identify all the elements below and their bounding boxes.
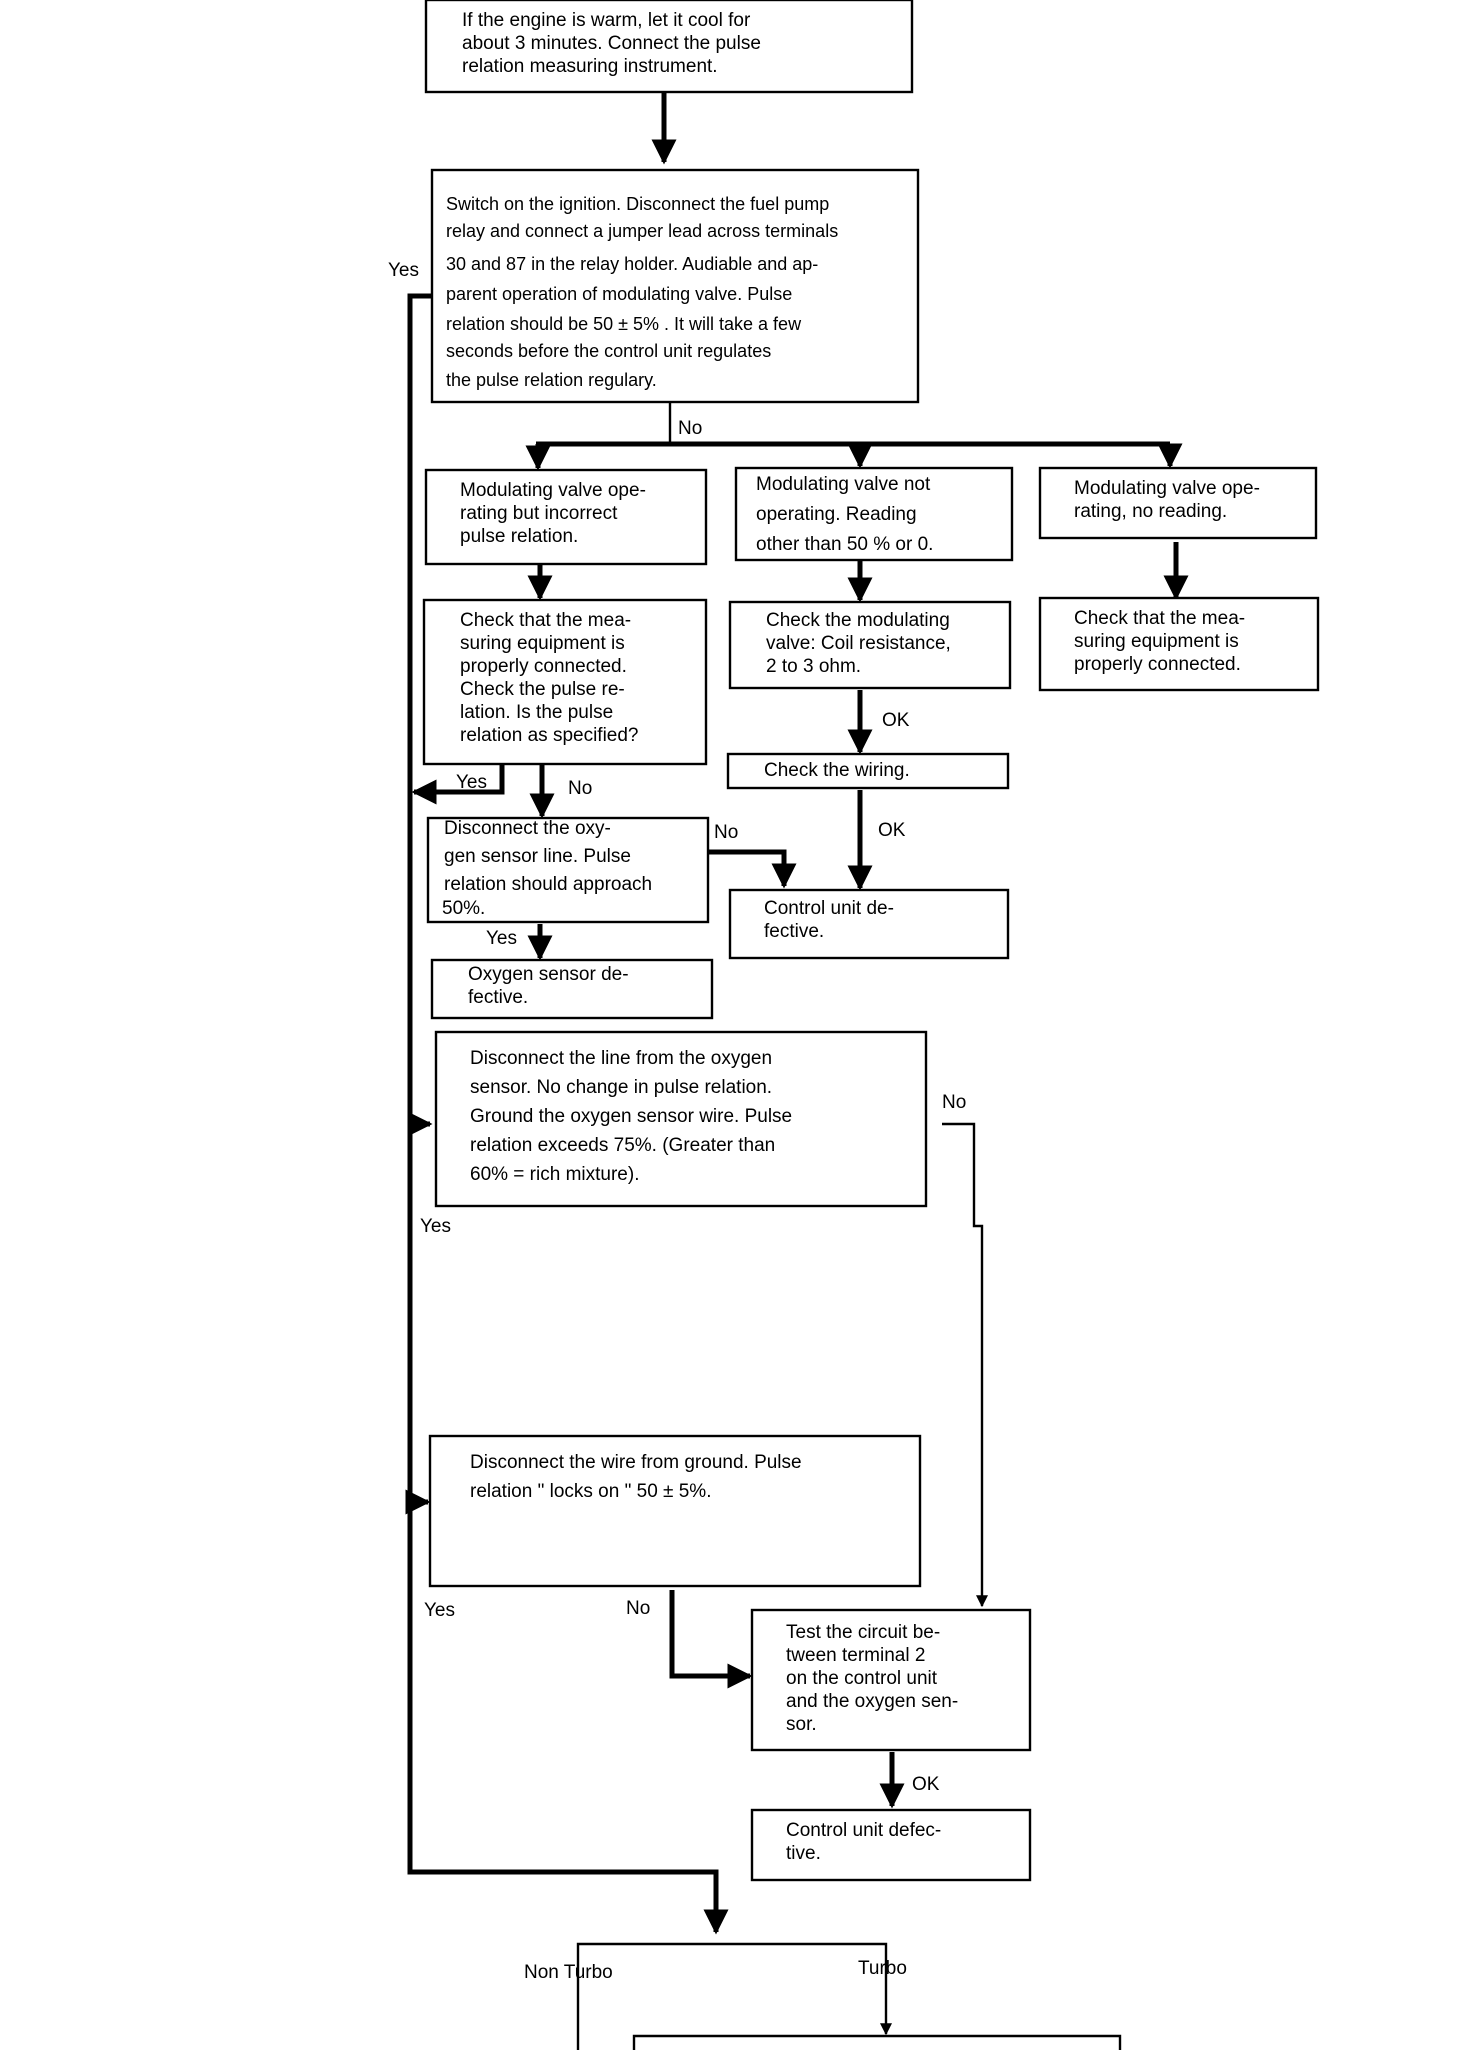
- label-ok-b15: OK: [912, 1774, 940, 1795]
- connector-b10-b11: [708, 849, 797, 889]
- label-non-turbo: Non Turbo: [524, 1962, 613, 1983]
- box-b15-text: Test the circuit be- tween terminal 2 on…: [786, 1622, 963, 1735]
- label-ok-b7: OK: [882, 710, 910, 731]
- connector-b13-b15: [942, 1122, 988, 1608]
- connector-b14-b15: [669, 1590, 753, 1689]
- box-b6: Check that the mea- suring equipment is …: [422, 598, 708, 766]
- label-yes-b10: Yes: [486, 928, 517, 949]
- label-no-b2: No: [678, 418, 702, 439]
- box-b9-text: Check the wiring.: [764, 760, 910, 781]
- box-b9: Check the wiring.: [726, 752, 1010, 790]
- box-b13-text: Disconnect the line from the oxygen sens…: [470, 1048, 797, 1185]
- box-b8-text: Check that the mea- suring equipment is …: [1074, 608, 1250, 675]
- box-b5-text: Modulating valve ope- rating, no reading…: [1074, 478, 1265, 522]
- box-b4: Modulating valve not operating. Reading …: [734, 466, 1014, 562]
- box-b2-text: Switch on the ignition. Disconnect the f…: [446, 194, 843, 390]
- label-yes-b14: Yes: [424, 1600, 455, 1621]
- label-no-b6: No: [568, 778, 592, 799]
- connector-labels: Yes No Yes No No Yes OK OK No Yes Yes No…: [388, 260, 966, 1983]
- box-b5: Modulating valve ope- rating, no reading…: [1038, 466, 1318, 540]
- label-no-b10: No: [714, 822, 738, 843]
- box-b12: Oxygen sensor de- fective.: [430, 958, 714, 1020]
- box-b8: Check that the mea- suring equipment is …: [1038, 596, 1320, 692]
- box-b11: Control unit de- fective.: [728, 888, 1010, 960]
- label-yes-b6: Yes: [456, 772, 487, 793]
- connector-turbo-split: [576, 1942, 892, 2050]
- box-b10: Disconnect the oxy- gen sensor line. Pul…: [426, 816, 710, 924]
- box-b1-text: If the engine is warm, let it cool for a…: [462, 10, 766, 77]
- connector-b6-yes: [411, 764, 505, 805]
- label-yes-b13: Yes: [420, 1216, 451, 1237]
- box-b13: Disconnect the line from the oxygen sens…: [434, 1030, 928, 1208]
- connector-main-left: [407, 293, 729, 1935]
- box-b12-text: Oxygen sensor de- fective.: [468, 964, 634, 1008]
- box-b1: If the engine is warm, let it cool for a…: [424, 0, 914, 94]
- connectors: [405, 92, 1189, 2050]
- box-b7: Check the modulating valve: Coil resista…: [728, 600, 1012, 690]
- box-bottom-partial: [632, 2034, 1122, 2050]
- box-b7-text: Check the modulating valve: Coil resista…: [766, 610, 956, 677]
- label-no-b14: No: [626, 1598, 650, 1619]
- box-b16-text: Control unit defec- tive.: [786, 1820, 947, 1864]
- box-b11-text: Control unit de- fective.: [764, 898, 899, 942]
- label-ok-b9: OK: [878, 820, 906, 841]
- box-b14: Disconnect the wire from ground. Pulse r…: [428, 1434, 922, 1588]
- box-b16: Control unit defec- tive.: [750, 1808, 1032, 1882]
- label-turbo: Turbo: [858, 1958, 907, 1979]
- box-b3: Modulating valve ope- rating but incorre…: [424, 468, 708, 566]
- label-no-b13: No: [942, 1092, 966, 1113]
- box-b6-text: Check that the mea- suring equipment is …: [460, 610, 639, 746]
- box-b4-text: Modulating valve not operating. Reading …: [756, 474, 936, 555]
- box-b15: Test the circuit be- tween terminal 2 on…: [750, 1608, 1032, 1752]
- box-b2: Switch on the ignition. Disconnect the f…: [430, 168, 920, 404]
- label-yes-top: Yes: [388, 260, 419, 281]
- box-b14-text: Disconnect the wire from ground. Pulse r…: [470, 1452, 807, 1502]
- box-b10-text: Disconnect the oxy- gen sensor line. Pul…: [442, 818, 657, 919]
- box-b3-text: Modulating valve ope- rating but incorre…: [460, 480, 651, 547]
